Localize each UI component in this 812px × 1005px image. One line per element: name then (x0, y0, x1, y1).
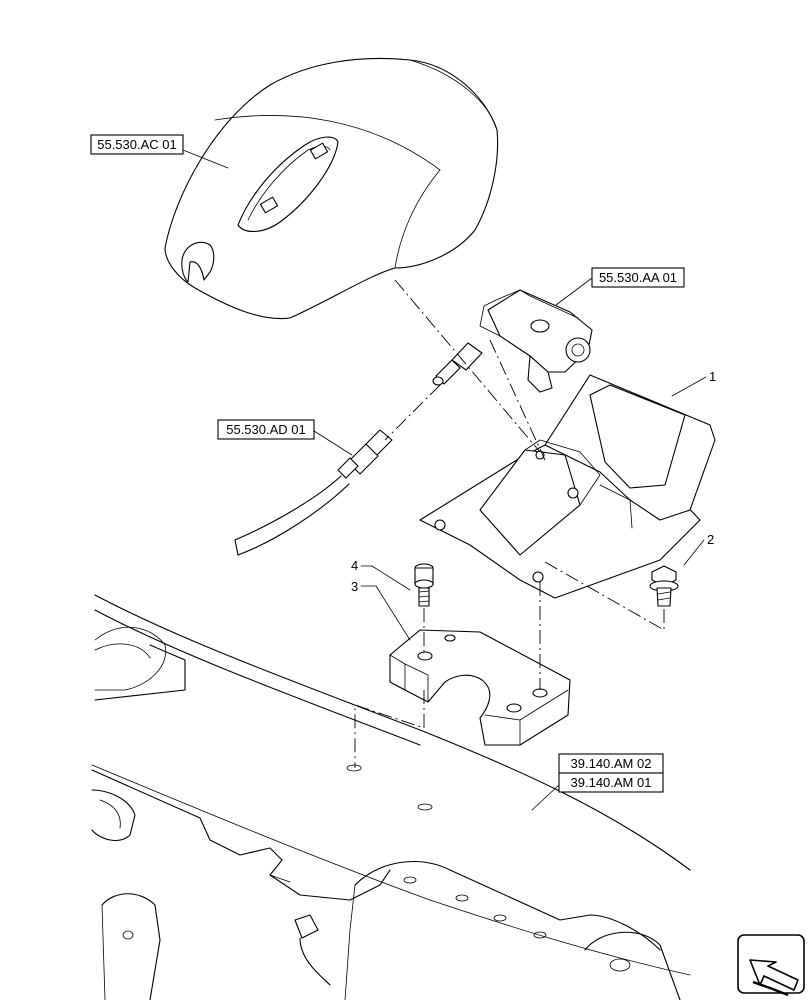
camera-bracket (419, 374, 716, 599)
mounting-plate (389, 629, 571, 746)
camera-unit (432, 289, 593, 393)
svg-text:55.530.AA 01: 55.530.AA 01 (599, 270, 677, 285)
ref-frame-a[interactable]: 39.140.AM 02 (558, 753, 664, 774)
camera-harness (234, 429, 393, 556)
callout-screw: 4 (351, 558, 358, 573)
socket-screw (414, 563, 434, 607)
svg-text:55.530.AC 01: 55.530.AC 01 (97, 137, 177, 152)
svg-text:39.140.AM 01: 39.140.AM 01 (571, 775, 652, 790)
leader-lines (182, 149, 707, 811)
svg-text:55.530.AD 01: 55.530.AD 01 (226, 422, 306, 437)
callout-bolt: 2 (707, 532, 714, 547)
assembly-lines (354, 279, 665, 768)
flange-bolt (649, 565, 679, 607)
ref-frame-b[interactable]: 39.140.AM 01 (558, 772, 664, 793)
callout-plate: 3 (351, 579, 358, 594)
ref-harness[interactable]: 55.530.AD 01 (217, 419, 315, 440)
ref-cover[interactable]: 55.530.AC 01 (90, 134, 184, 155)
machine-frame (91, 594, 691, 1001)
svg-text:39.140.AM 02: 39.140.AM 02 (571, 756, 652, 771)
page-arrow-icon[interactable] (737, 934, 805, 1000)
camera-cover (164, 57, 499, 320)
callout-bracket: 1 (709, 369, 716, 384)
ref-camera[interactable]: 55.530.AA 01 (591, 267, 685, 288)
